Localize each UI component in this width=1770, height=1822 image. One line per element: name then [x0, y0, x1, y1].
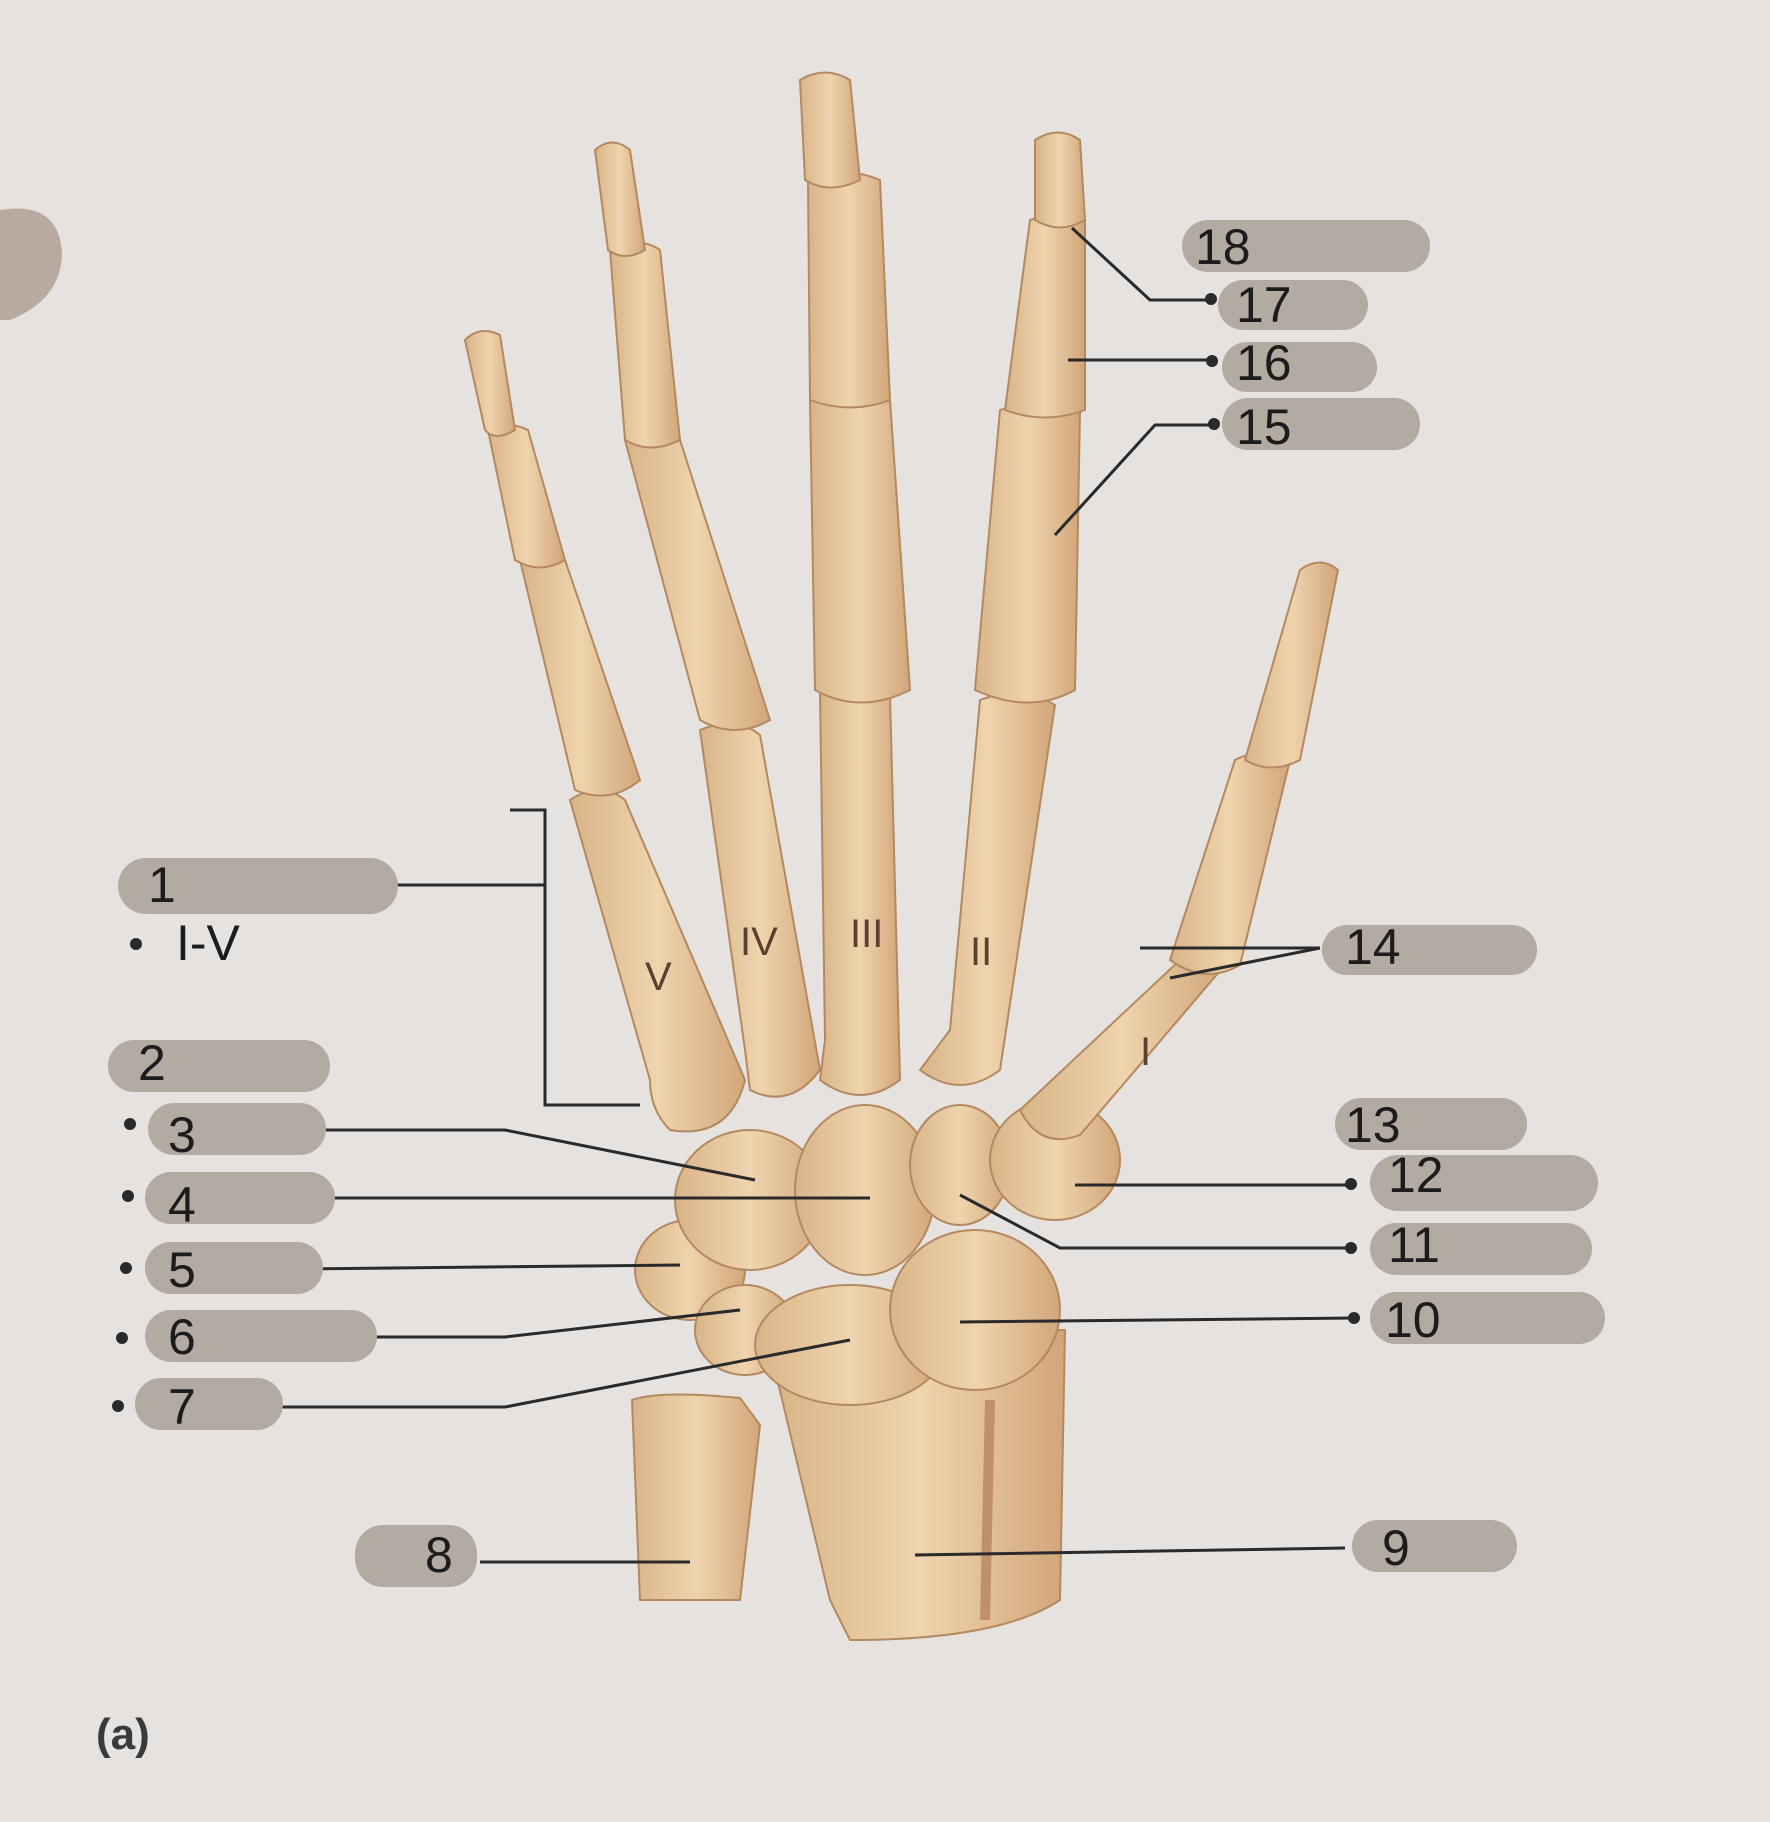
answer-box-1[interactable]: [118, 858, 398, 914]
metacarpal-ii: [918, 692, 1057, 1086]
middle-phalanx-iii: [806, 171, 892, 409]
answer-box-10[interactable]: [1370, 1292, 1605, 1344]
label-3: 3: [168, 1107, 196, 1163]
middle-phalanx-ii: [1003, 214, 1086, 419]
distal-phalanx-iii: [798, 71, 862, 189]
label-14: 14: [1345, 919, 1401, 975]
proximal-phalanges: [518, 389, 1292, 975]
answer-box-17[interactable]: [1218, 280, 1368, 330]
roman-iv: IV: [740, 920, 778, 964]
carpal-bones: [634, 1099, 1121, 1406]
roman-v: V: [645, 955, 672, 999]
answer-box-13[interactable]: [1335, 1098, 1527, 1150]
middle-phalanx-v: [486, 424, 567, 569]
figure-label: (a): [96, 1710, 150, 1759]
label-18: 18: [1195, 219, 1251, 275]
leader-15: [1053, 423, 1215, 537]
answer-box-15[interactable]: [1222, 398, 1420, 450]
answer-box-6[interactable]: [145, 1310, 377, 1362]
leader-14: [1140, 946, 1321, 980]
bullet-dot-sublabel: [130, 938, 142, 950]
label-1: 1: [148, 857, 176, 913]
answer-box-14[interactable]: [1322, 925, 1537, 975]
label-16: 16: [1236, 335, 1292, 391]
metacarpal-bones: [568, 682, 1227, 1140]
page-edge-shadow: [0, 208, 62, 320]
label-4: 4: [168, 1177, 196, 1233]
answer-box-11[interactable]: [1370, 1223, 1592, 1275]
bullet-dot-5: [120, 1262, 132, 1274]
bullet-dot-3: [124, 1118, 136, 1130]
label-2: 2: [138, 1035, 166, 1091]
answer-box-7[interactable]: [135, 1378, 283, 1430]
answer-box-8[interactable]: [355, 1525, 477, 1587]
leader-17: [1070, 226, 1210, 302]
answer-box-5[interactable]: [145, 1242, 323, 1294]
answer-box-12[interactable]: [1370, 1155, 1598, 1211]
metacarpal-i: [1018, 955, 1227, 1140]
answer-box-16[interactable]: [1222, 342, 1377, 392]
distal-phalanx-i: [1243, 561, 1340, 769]
bullet-dot-7: [112, 1400, 124, 1412]
bullet-dot-15: [1208, 418, 1220, 430]
leader-7: [205, 1338, 851, 1409]
label-9: 9: [1382, 1520, 1410, 1576]
answer-box-18[interactable]: [1182, 220, 1430, 272]
distal-phalanx-ii: [1034, 131, 1087, 229]
answer-box-9[interactable]: [1352, 1520, 1517, 1572]
label-sublabel: I-V: [176, 915, 240, 971]
bullet-dot-12: [1345, 1178, 1357, 1190]
label-8: 8: [425, 1527, 453, 1583]
bullet-dot-4: [122, 1190, 134, 1202]
roman-iii: III: [850, 912, 884, 956]
label-10: 10: [1385, 1292, 1441, 1348]
label-15: 15: [1236, 399, 1292, 455]
proximal-phalanx-v: [518, 551, 642, 797]
label-12: 12: [1388, 1147, 1444, 1203]
bullet-dot-16: [1206, 355, 1218, 367]
middle-phalanx-iv: [608, 241, 682, 449]
proximal-phalanx-iii: [808, 389, 912, 704]
answer-box-3[interactable]: [148, 1103, 326, 1155]
roman-ii: II: [970, 930, 993, 974]
metacarpal-iii: [818, 682, 902, 1096]
bracket-metacarpals: [510, 808, 640, 1107]
proximal-phalanx-iv: [623, 431, 772, 731]
bullet-dot-10: [1348, 1312, 1360, 1324]
label-6: 6: [168, 1309, 196, 1365]
proximal-phalanx-i: [1168, 751, 1292, 975]
label-7: 7: [168, 1379, 196, 1435]
answer-box-2[interactable]: [108, 1040, 330, 1092]
scaphoid: [889, 1229, 1061, 1391]
distal-phalanx-iv: [593, 141, 647, 257]
roman-i: I: [1140, 1030, 1152, 1074]
bullet-dot-6: [116, 1332, 128, 1344]
label-17: 17: [1236, 277, 1292, 333]
label-13: 13: [1345, 1097, 1401, 1153]
leader-11: [959, 1193, 1350, 1250]
leader-10: [959, 1316, 1356, 1324]
label-11: 11: [1388, 1217, 1440, 1273]
bullet-dot-11: [1345, 1242, 1357, 1254]
distal-phalanx-v: [463, 330, 517, 437]
answer-box-4[interactable]: [145, 1172, 335, 1224]
label-5: 5: [168, 1242, 196, 1298]
proximal-phalanx-ii: [973, 401, 1082, 704]
forearm-bones: [630, 1328, 1067, 1642]
bullet-dot-17: [1205, 293, 1217, 305]
ulna: [630, 1393, 762, 1601]
leader-9: [914, 1546, 1346, 1557]
distal-phalanges: [463, 71, 1340, 769]
